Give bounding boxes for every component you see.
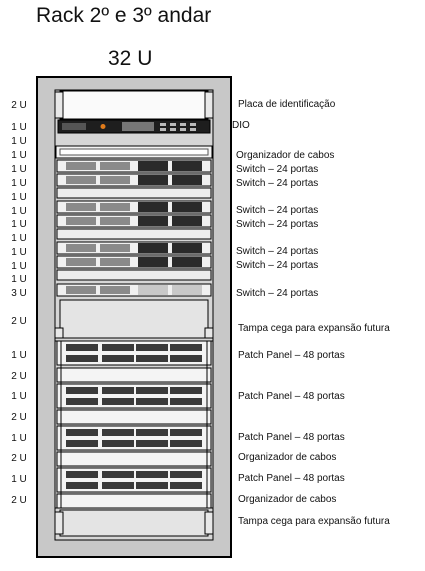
label-blank-panel: Tampa cega para expansão futura xyxy=(238,516,390,527)
label-dio: DIO xyxy=(232,120,250,131)
unit-label: 2 U xyxy=(11,495,27,506)
switch xyxy=(56,283,212,297)
cable-organizer xyxy=(55,145,213,159)
unit-label: 2 U xyxy=(11,412,27,423)
cable-organizer xyxy=(56,493,212,509)
label-switch: Switch – 24 portas xyxy=(236,260,319,271)
switch xyxy=(56,241,212,255)
dio-unit xyxy=(57,119,211,134)
unit-label: 2 U xyxy=(11,316,27,327)
label-cable-organizer: Organizador de cabos xyxy=(238,494,337,505)
blank-slot xyxy=(56,187,212,199)
blank-slot xyxy=(56,228,212,240)
unit-label: 1 U xyxy=(11,433,27,444)
unit-label: 1 U xyxy=(11,274,27,285)
unit-label: 1 U xyxy=(11,233,27,244)
switch xyxy=(56,214,212,228)
unit-label: 1 U xyxy=(11,350,27,361)
left-rail xyxy=(54,340,62,509)
label-identification-plate: Placa de identificação xyxy=(238,99,336,110)
label-switch: Switch – 24 portas xyxy=(236,178,319,189)
unit-label: 1 U xyxy=(11,206,27,217)
patch-panel xyxy=(56,425,212,451)
patch-panel xyxy=(56,467,212,493)
cable-organizer xyxy=(56,409,212,425)
label-patch-panel: Patch Panel – 48 portas xyxy=(238,391,345,402)
label-cable-organizer: Organizador de cabos xyxy=(238,452,337,463)
unit-label: 2 U xyxy=(11,453,27,464)
label-blank-panel: Tampa cega para expansão futura xyxy=(238,323,390,334)
label-switch: Switch – 24 portas xyxy=(236,205,319,216)
unit-label: 1 U xyxy=(11,474,27,485)
switch xyxy=(56,200,212,214)
label-patch-panel: Patch Panel – 48 portas xyxy=(238,350,345,361)
patch-panel xyxy=(56,383,212,409)
blank-slot xyxy=(56,269,212,281)
switch xyxy=(56,255,212,269)
switch xyxy=(56,159,212,173)
identification-plate xyxy=(54,90,214,120)
rack-title: Rack 2º e 3º andar xyxy=(36,4,212,27)
unit-label: 1 U xyxy=(11,150,27,161)
cable-organizer xyxy=(56,451,212,467)
switch xyxy=(56,173,212,187)
cable-organizer xyxy=(56,367,212,383)
unit-label: 3 U xyxy=(11,288,27,299)
label-switch: Switch – 24 portas xyxy=(236,164,319,175)
unit-label: 1 U xyxy=(11,219,27,230)
unit-label: 1 U xyxy=(11,261,27,272)
rack-units-total: 32 U xyxy=(108,47,153,70)
unit-label: 1 U xyxy=(11,391,27,402)
unit-label: 1 U xyxy=(11,164,27,175)
unit-label: 2 U xyxy=(11,371,27,382)
label-patch-panel: Patch Panel – 48 portas xyxy=(238,432,345,443)
right-rail xyxy=(206,340,214,509)
blank-panel xyxy=(54,509,214,537)
label-patch-panel: Patch Panel – 48 portas xyxy=(238,473,345,484)
unit-label: 1 U xyxy=(11,122,27,133)
patch-panel xyxy=(56,340,212,366)
unit-label: 1 U xyxy=(11,136,27,147)
unit-label: 2 U xyxy=(11,100,27,111)
blank-panel xyxy=(54,299,214,339)
unit-label: 1 U xyxy=(11,247,27,258)
label-cable-organizer: Organizador de cabos xyxy=(236,150,335,161)
unit-label: 1 U xyxy=(11,192,27,203)
unit-label: 1 U xyxy=(11,178,27,189)
label-switch: Switch – 24 portas xyxy=(236,246,319,257)
label-switch: Switch – 24 portas xyxy=(236,219,319,230)
label-switch: Switch – 24 portas xyxy=(236,288,319,299)
